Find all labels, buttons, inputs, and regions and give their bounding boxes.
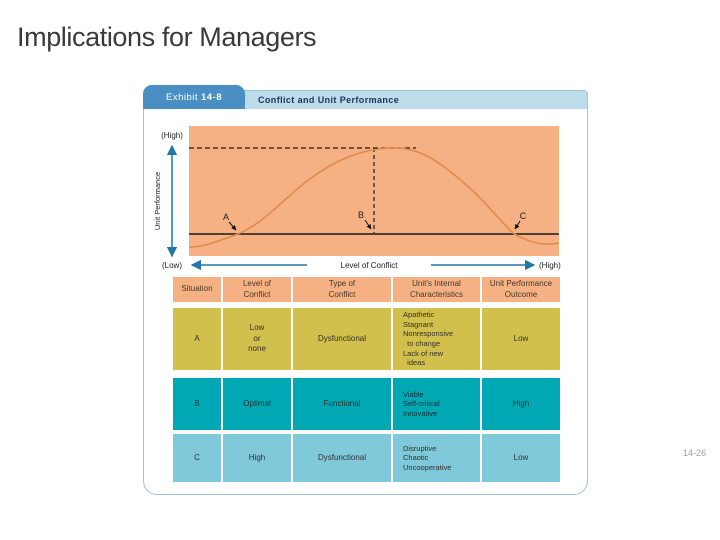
conflict-performance-chart: A B C (High) Unit Performance (Low) Leve… — [153, 126, 561, 271]
cell-level: Optimal — [223, 378, 291, 430]
exhibit-tab-word: Exhibit — [165, 91, 198, 103]
point-a-arrow — [228, 221, 237, 231]
exhibit-tab-number: 14-8 — [201, 91, 223, 103]
exhibit-title-strip: Conflict and Unit Performance — [244, 91, 587, 109]
conflict-table: Situation Level of Conflict Type of Conf… — [173, 277, 560, 482]
table-row-c: C High Dysfunctional Disruptive Chaotic … — [173, 434, 560, 482]
table-row-b: B Optimal Functional Viable Self-critica… — [173, 378, 560, 430]
exhibit-title: Conflict and Unit Performance — [258, 95, 400, 105]
cell-situation: B — [173, 378, 221, 430]
cell-situation: A — [173, 308, 221, 370]
cell-type: Dysfunctional — [293, 308, 391, 370]
cell-situation: C — [173, 434, 221, 482]
table-row-a: A Low or none Dysfunctional Apathetic St… — [173, 308, 560, 370]
table-header-row: Situation Level of Conflict Type of Conf… — [173, 277, 560, 302]
cell-type: Dysfunctional — [293, 434, 391, 482]
x-axis-high-label: (High) — [539, 261, 561, 270]
header-type-of-conflict: Type of Conflict — [293, 277, 391, 302]
cell-outcome: High — [482, 378, 560, 430]
cell-outcome: Low — [482, 434, 560, 482]
cell-level: High — [223, 434, 291, 482]
point-b-arrow — [364, 219, 372, 230]
point-a-label: A — [223, 212, 229, 222]
cell-outcome: Low — [482, 308, 560, 370]
cell-characteristics: Apathetic Stagnant Nonresponsive to chan… — [393, 308, 480, 370]
exhibit-panel: Exhibit 14-8 Conflict and Unit Performan… — [143, 85, 588, 495]
x-axis-title: Level of Conflict — [341, 261, 399, 270]
point-b-label: B — [358, 210, 364, 220]
header-performance-outcome: Unit Performance Outcome — [482, 277, 560, 302]
point-c-arrow — [514, 220, 521, 230]
header-internal-characteristics: Unit's Internal Characteristics — [393, 277, 480, 302]
header-level-of-conflict: Level of Conflict — [223, 277, 291, 302]
cell-characteristics: Viable Self-critical Innovative — [393, 378, 480, 430]
exhibit-tab: Exhibit 14-8 — [143, 85, 245, 109]
y-axis-high-label: (High) — [161, 131, 183, 140]
cell-level: Low or none — [223, 308, 291, 370]
page-number: 14-26 — [683, 448, 707, 458]
header-situation: Situation — [173, 277, 221, 302]
cell-type: Functional — [293, 378, 391, 430]
y-axis-low-label: (Low) — [162, 261, 182, 270]
y-axis-title: Unit Performance — [153, 172, 162, 230]
performance-curve — [188, 147, 560, 248]
page-title: Implications for Managers — [17, 22, 317, 52]
point-c-label: C — [520, 211, 527, 221]
cell-characteristics: Disruptive Chaotic Uncooperative — [393, 434, 480, 482]
